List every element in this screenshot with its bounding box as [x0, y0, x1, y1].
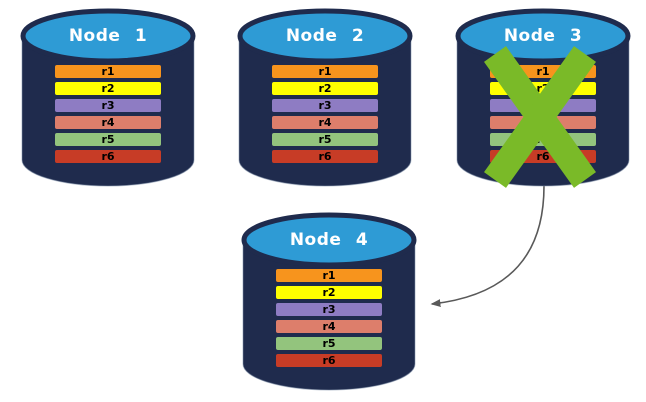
replica-row: r4	[55, 116, 161, 129]
replica-row: r4	[272, 116, 378, 129]
replica-row-label: r5	[322, 337, 336, 350]
failure-x-icon	[484, 46, 596, 188]
replica-row: r2	[272, 82, 378, 95]
replica-row-label: r6	[318, 150, 332, 163]
replica-row: r6	[276, 354, 382, 367]
replica-row: r3	[272, 99, 378, 112]
replica-row-label: r1	[101, 65, 115, 78]
replica-row: r3	[276, 303, 382, 316]
replica-row-label: r6	[101, 150, 115, 163]
failover-arrow-path	[430, 185, 545, 308]
database-node-4: Node 4 r1 r2 r3 r4 r5 r6	[241, 212, 417, 392]
replica-row-label: r5	[318, 133, 332, 146]
database-node-1: Node 1 r1 r2 r3 r4 r5 r6	[20, 8, 196, 188]
replica-row-label: r4	[318, 116, 332, 129]
replica-row: r5	[55, 133, 161, 146]
node-title: Node 2	[285, 26, 365, 46]
node-title: Node 4	[289, 230, 369, 250]
replica-row-label: r1	[318, 65, 332, 78]
replica-row: r6	[55, 150, 161, 163]
replica-row-label: r3	[318, 99, 332, 112]
replica-rows: r1 r2 r3 r4 r5 r6	[276, 269, 382, 367]
replica-row: r1	[55, 65, 161, 78]
replica-row: r3	[55, 99, 161, 112]
replica-row: r5	[272, 133, 378, 146]
replica-row: r5	[276, 337, 382, 350]
replica-row-label: r2	[318, 82, 332, 95]
replica-row-label: r3	[322, 303, 336, 316]
database-node-2: Node 2 r1 r2 r3 r4 r5 r6	[237, 8, 413, 188]
replica-row-label: r4	[322, 320, 336, 333]
database-node-3: Node 3 r1 r2 r3 r4 r5 r6	[455, 8, 631, 188]
replica-row-label: r3	[101, 99, 115, 112]
replica-rows: r1 r2 r3 r4 r5 r6	[55, 65, 161, 163]
replica-row-label: r6	[322, 354, 336, 367]
replica-row: r4	[276, 320, 382, 333]
replica-row: r1	[272, 65, 378, 78]
node-title: Node 1	[68, 26, 148, 46]
replica-row: r2	[276, 286, 382, 299]
replica-row-label: r4	[101, 116, 115, 129]
replica-row-label: r6	[536, 150, 550, 163]
replica-row: r1	[276, 269, 382, 282]
replica-row: r2	[55, 82, 161, 95]
replica-row-label: r2	[101, 82, 115, 95]
replica-row-label: r2	[322, 286, 336, 299]
replica-row: r6	[272, 150, 378, 163]
node-title: Node 3	[503, 26, 583, 46]
replica-row-label: r1	[322, 269, 336, 282]
replica-row-label: r1	[536, 65, 550, 78]
replica-rows: r1 r2 r3 r4 r5 r6	[272, 65, 378, 163]
replica-row-label: r5	[101, 133, 115, 146]
